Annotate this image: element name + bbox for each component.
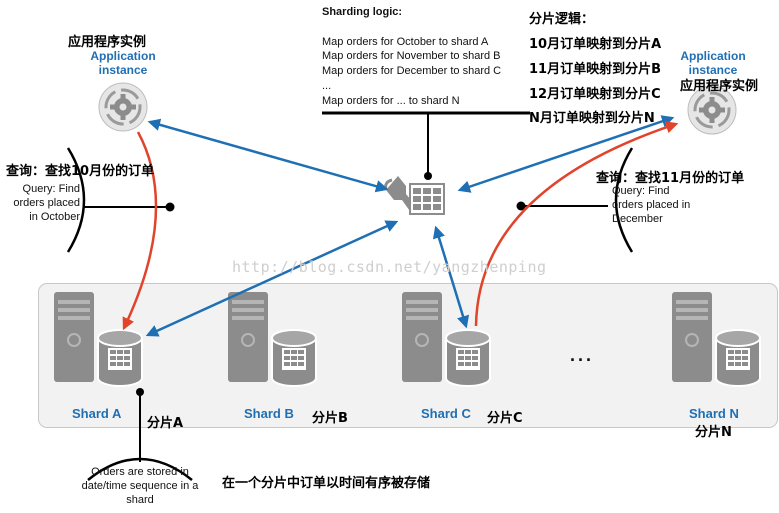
shard-a-label: Shard A: [72, 406, 122, 421]
logic-cn-line: 10月订单映射到分片A: [529, 37, 662, 52]
right-query-cn-label: 查询：查找11月份的订单: [596, 171, 745, 186]
left-query-label: Query: Find orders placed in October: [13, 183, 80, 223]
shard-c-label: Shard C: [421, 406, 471, 421]
shard-n-db: [715, 329, 761, 387]
arrow-left-app-router: [147, 118, 389, 193]
right-app-label: Application instance: [680, 49, 746, 77]
logic-cn-title: 分片逻辑：: [529, 12, 595, 27]
router-icon: [384, 176, 445, 215]
shard-b-label: Shard B: [244, 406, 294, 421]
shard-n-server: [671, 291, 713, 383]
shard-c-server: [401, 291, 443, 383]
watermark-text: http://blog.csdn.net/yangzhenping: [232, 258, 547, 276]
orders-note-arc: [87, 457, 193, 481]
shard-b-cn-label: 分片B: [312, 411, 348, 426]
right-app-cn-label: 应用程序实例: [680, 79, 759, 94]
orders-cn-note: 在一个分片中订单以时间有序被存储: [222, 476, 431, 491]
left-query-arc: [66, 147, 86, 253]
logic-line: ...: [322, 80, 332, 92]
shard-c-cn-label: 分片C: [487, 411, 523, 426]
logic-title: Sharding logic:: [322, 6, 403, 18]
shard-c-db: [445, 329, 491, 387]
logic-cn-line: 11月订单映射到分片B: [529, 62, 661, 77]
shard-a-db: [97, 329, 143, 387]
left-app-gear-icon: [97, 81, 149, 133]
arrow-red-right: [474, 121, 679, 327]
arrow-router-shard-c: [432, 225, 470, 329]
arrow-red-left: [122, 131, 158, 331]
shard-n-cn-label: 分片N: [695, 425, 732, 440]
shard-ellipsis: ...: [570, 345, 595, 365]
shard-b-db: [271, 329, 317, 387]
arrow-router-shard-a: [145, 220, 399, 337]
shard-n-label: Shard N: [689, 406, 739, 421]
logic-line: Map orders for December to shard C: [322, 65, 502, 77]
arrow-right-app-router: [457, 115, 675, 193]
left-query-cn-label: 查询：查找10月份的订单: [6, 164, 155, 179]
shard-a-cn-label: 分片A: [147, 416, 184, 431]
logic-cn-line: N月订单映射到分片N: [529, 111, 655, 126]
logic-line: Map orders for November to shard B: [322, 50, 501, 62]
shard-b-server: [227, 291, 269, 383]
orders-note: Orders are stored in date/time sequence …: [81, 466, 199, 506]
shard-a-server: [53, 291, 95, 383]
left-app-label: Application instance: [90, 49, 156, 77]
left-app-cn-label: 应用程序实例: [68, 35, 147, 50]
logic-line: Map orders for ... to shard N: [322, 95, 460, 107]
right-query-label: Query: Find orders placed in December: [612, 185, 691, 225]
logic-cn-line: 12月订单映射到分片C: [529, 87, 661, 102]
logic-line: Map orders for October to shard A: [322, 36, 489, 48]
